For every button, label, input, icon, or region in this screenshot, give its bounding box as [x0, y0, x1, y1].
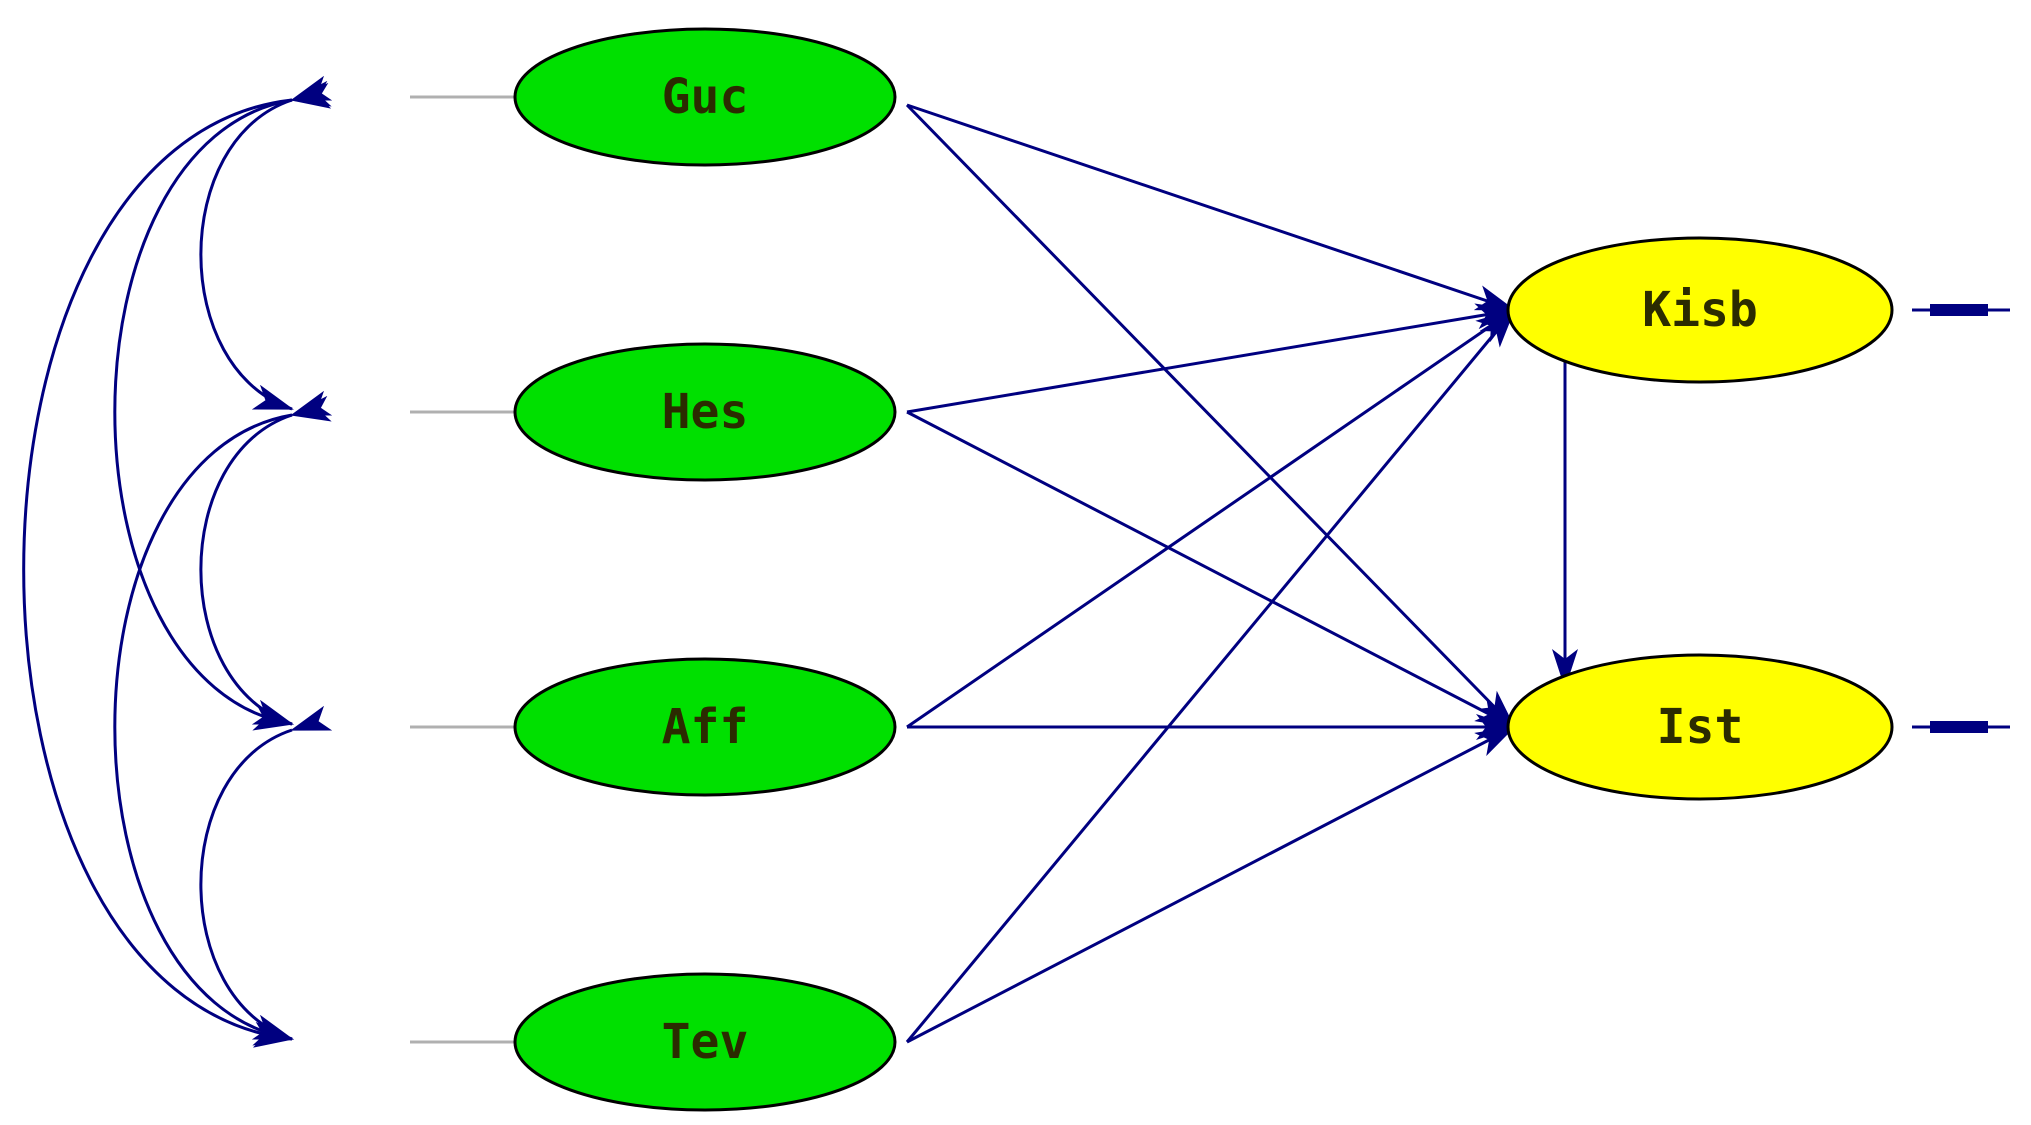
node-hes-ellipse [513, 342, 897, 482]
node-tev-label: Tev [662, 1014, 749, 1070]
covariance-arc-guc-tev [22, 82, 332, 1048]
path-guc-to-ist [905, 103, 1516, 729]
node-guc-ellipse [513, 27, 897, 167]
covariance-arc-hes-aff [199, 390, 333, 726]
residual-marker-kisb [1930, 304, 1988, 316]
covariance-arc-guc-hes [199, 75, 333, 411]
path-guc-to-kisb [906, 103, 1516, 312]
node-kisb[interactable]: Kisb [1506, 236, 1894, 384]
node-kisb-ellipse [1506, 236, 1894, 384]
path-tev-to-ist [906, 725, 1516, 1044]
node-hes-label: Hes [662, 384, 749, 440]
node-ist-label: Ist [1657, 699, 1744, 755]
node-ist[interactable]: Ist [1506, 653, 1894, 801]
node-tev-ellipse [513, 972, 897, 1112]
regression-paths [905, 103, 1578, 1044]
node-guc-label: Guc [662, 69, 749, 125]
node-aff-label: Aff [662, 699, 749, 755]
node-ist-ellipse [1506, 653, 1894, 801]
covariance-arc-hes-tev [113, 395, 332, 1046]
covariance-arc-guc-aff [113, 80, 332, 731]
path-aff-to-kisb [906, 308, 1516, 729]
variable-stubs [410, 95, 2010, 1044]
covariance-arc-aff-tev [199, 705, 333, 1041]
path-hes-to-kisb [906, 303, 1516, 414]
node-kisb-label: Kisb [1642, 282, 1758, 338]
node-aff-ellipse [513, 657, 897, 797]
path-hes-to-ist [906, 410, 1516, 729]
covariance-arcs [22, 75, 333, 1048]
residual-marker-ist [1930, 721, 1988, 733]
node-hes[interactable]: Hes [513, 342, 897, 482]
node-aff[interactable]: Aff [513, 657, 897, 797]
node-guc[interactable]: Guc [513, 27, 897, 167]
path-tev-to-kisb [905, 308, 1516, 1043]
node-tev[interactable]: Tev [513, 972, 897, 1112]
